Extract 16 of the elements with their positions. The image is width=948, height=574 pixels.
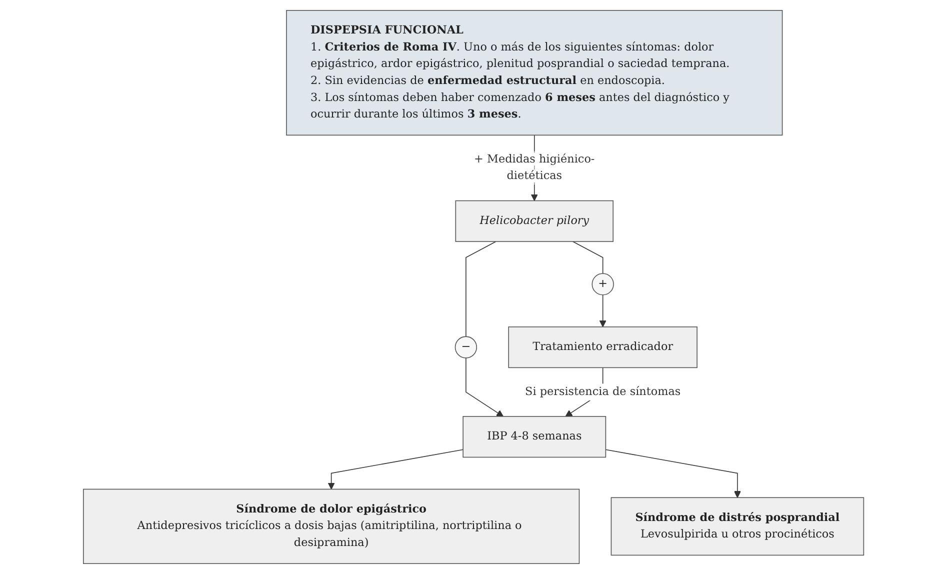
node-box: Tratamiento erradicador bbox=[508, 326, 698, 368]
node-circle: + bbox=[592, 273, 614, 296]
node-box: Helicobacter pilory bbox=[456, 200, 614, 242]
node-box: IBP 4-8 semanas bbox=[463, 416, 607, 458]
node-box: Síndrome de dolor epigástrico Antidepresivos tricíclicos a dosis bajas (amitriptilina, nortriptilina o desipramina) bbox=[83, 488, 580, 564]
connector bbox=[466, 241, 497, 337]
arrow bbox=[328, 449, 464, 490]
arrow bbox=[466, 358, 504, 417]
node-box: DISPEPSIA FUNCIONAL 1. Criterios de Roma IV. Uno o más de los siguientes síntomas: dolor epigástrico, ardor epigástrico, plenitud posprandial o saciedad temprana. 2. Sin evidencias de enfermedad estructural en endoscopia. 3. Los síntomas deben haber comenzado 6 meses antes del diagnóstico y ocurrir durante los últimos 3 meses. bbox=[286, 10, 784, 136]
edge-label: Si persistencia de síntomas bbox=[525, 385, 682, 398]
arrow bbox=[600, 294, 607, 328]
connector bbox=[572, 241, 604, 274]
node-circle: − bbox=[455, 336, 478, 358]
arrow bbox=[606, 449, 742, 498]
node-box: Síndrome de distrés posprandial Levosulpirida u otros procinéticos bbox=[611, 497, 865, 556]
edge-label: + Medidas higiénico-dietéticas bbox=[474, 152, 596, 182]
